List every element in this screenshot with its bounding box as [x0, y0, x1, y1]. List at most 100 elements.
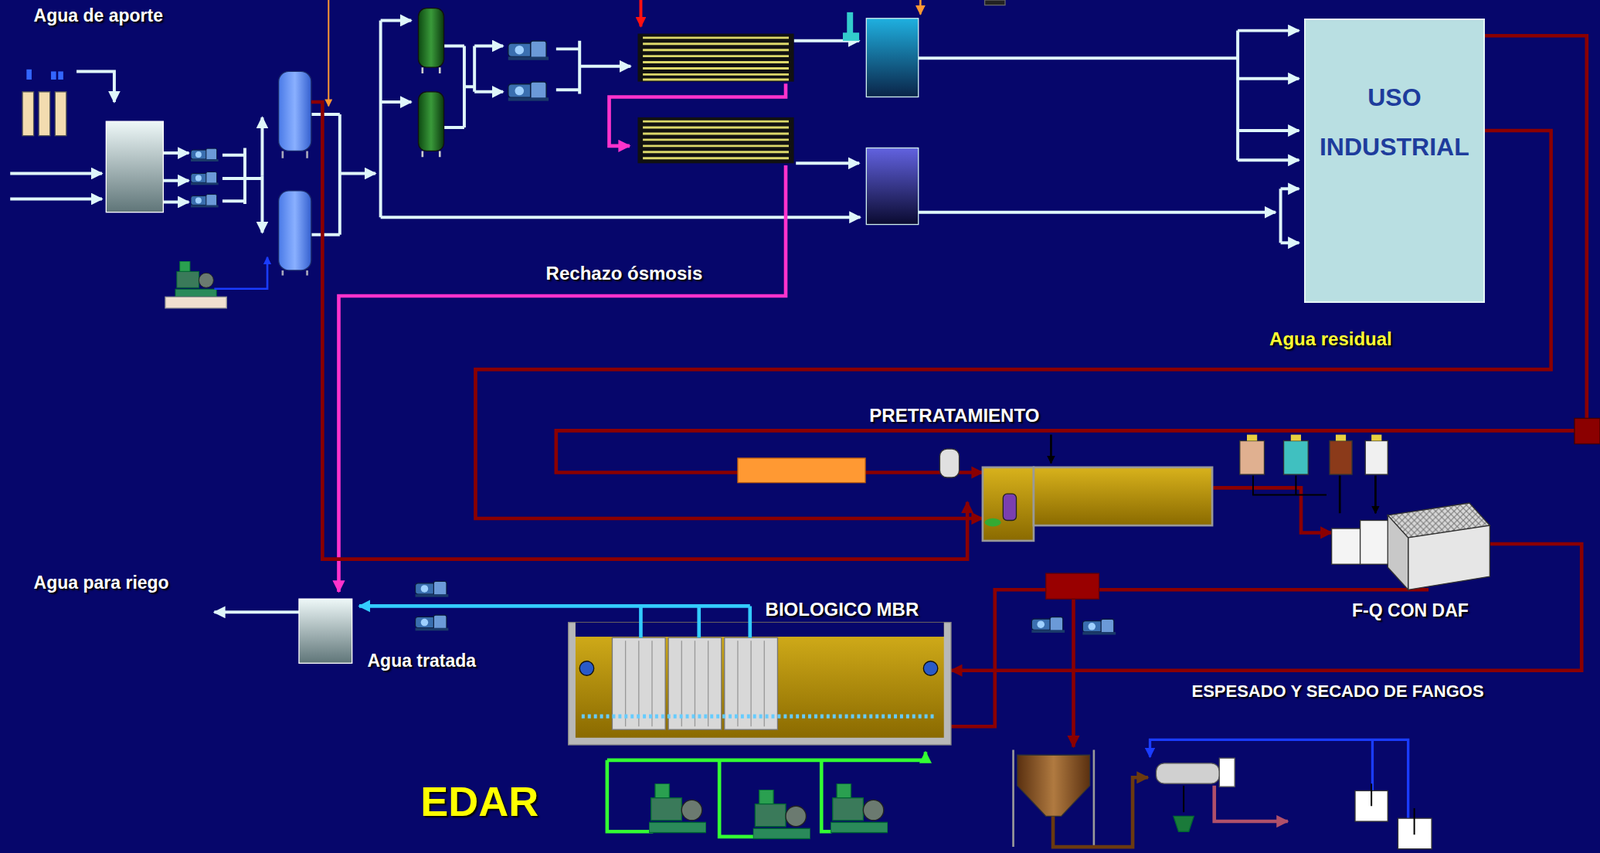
chemical-tanks	[1335, 434, 1346, 442]
mbr-tank-drawing	[575, 622, 945, 738]
dosing-pump	[165, 257, 268, 309]
chemical-dosing-arrows	[638, 0, 643, 27]
pressure-vessels	[278, 71, 312, 151]
section-heading: ESPESADO Y SECADO DE FANGOS	[1144, 681, 1533, 702]
mbr-tank-drawing	[568, 622, 952, 745]
raw-water-pipes	[1237, 77, 1299, 81]
raw-water-pipes	[579, 64, 631, 68]
raw-water-pipes	[311, 114, 340, 235]
daf-drawing	[1331, 528, 1361, 564]
stream-label: Agua de aporte	[33, 5, 164, 28]
polymer-dosing	[1371, 739, 1374, 791]
reject-pipes	[339, 165, 787, 592]
reverse-osmosis-racks	[642, 37, 789, 80]
raw-water-pipes	[76, 71, 115, 102]
waste-pipes	[1098, 587, 1429, 592]
centrifuge	[1182, 785, 1185, 812]
intake-wells	[38, 91, 51, 136]
feed-pumps	[190, 194, 219, 208]
cartridge-filters	[422, 67, 440, 157]
pipe-connector	[556, 35, 1587, 473]
chemical-dosing-arrows	[985, 0, 1006, 6]
centrifuge	[1155, 763, 1220, 784]
raw-water-pipes	[339, 172, 376, 176]
junction-box	[1046, 573, 1100, 599]
chemical-tanks	[1290, 434, 1302, 442]
dosing-pump	[165, 296, 227, 309]
intake-wells	[50, 71, 57, 80]
pretreatment-tank-drawing	[982, 434, 1213, 541]
mbr-tank-drawing	[575, 622, 945, 637]
chemical-tanks	[1365, 440, 1388, 475]
sludge-thickener	[1013, 750, 1149, 847]
feed-pumps	[190, 148, 219, 208]
reverse-osmosis-racks	[642, 121, 789, 159]
reverse-osmosis-racks	[637, 117, 794, 164]
intake-wells	[26, 69, 32, 80]
raw-water-pipes	[10, 20, 1299, 612]
stream-label: Agua residual	[1269, 327, 1393, 350]
node-heading: PRETRATAMIENTO	[869, 404, 1040, 427]
chemical-tanks	[1371, 434, 1382, 442]
mbr-tank-drawing	[579, 661, 594, 676]
chemical-tanks	[1253, 475, 1327, 495]
high-pressure-pumps	[508, 40, 549, 102]
raw-water-pipes	[1237, 158, 1299, 162]
dosing-pump	[175, 261, 217, 297]
permeate-pipes	[640, 605, 750, 638]
plant-title: EDAR	[420, 775, 539, 826]
reject-pipes	[609, 83, 786, 147]
waste-pipes	[951, 589, 1047, 727]
permeate-pipes	[359, 604, 751, 609]
junction-box	[1574, 417, 1600, 444]
waste-pipes	[311, 101, 968, 560]
raw-water-pipes	[163, 151, 189, 155]
chemical-tanks	[1246, 434, 1257, 442]
raw-water-pipes	[1279, 188, 1283, 243]
mbr-tank-drawing	[625, 640, 765, 727]
pretreatment-tank-drawing	[1049, 434, 1053, 464]
air-blowers	[830, 783, 888, 833]
chemical-tanks	[1239, 440, 1265, 475]
centrifuge	[1155, 757, 1288, 832]
mbr-tank: BIOLOGICO MBR	[568, 622, 952, 745]
stream-label: Agua tratada	[366, 650, 476, 673]
raw-water-pipes	[260, 117, 264, 176]
raw-water-pipes	[1237, 129, 1299, 133]
pretreatment-tank-drawing	[985, 518, 1002, 527]
product-tanks	[846, 12, 853, 35]
screen	[939, 448, 959, 478]
air-blowers	[648, 783, 707, 833]
polymer-dosing	[1150, 739, 1433, 849]
node-heading: BIOLOGICO MBR	[765, 597, 920, 621]
raw-water-pipes	[222, 147, 263, 204]
cartridge-filters	[418, 8, 445, 158]
product-tanks	[842, 12, 919, 225]
node-heading: F-Q CON DAF	[1352, 600, 1469, 622]
permeate-pumps	[415, 580, 449, 597]
daf-drawing	[1408, 525, 1491, 590]
air-pipes	[607, 751, 926, 761]
sludge-pumps	[1031, 617, 1065, 633]
mbr-tank-drawing	[923, 661, 938, 676]
pressure-vessels	[278, 190, 312, 271]
raw-water-pipes	[380, 215, 861, 219]
product-tanks	[842, 32, 860, 41]
intake-wells	[54, 91, 67, 136]
raw-water-pipes	[444, 45, 476, 128]
process-box: USO INDUSTRIAL	[1304, 18, 1485, 304]
pretreatment-tank-drawing	[1033, 467, 1213, 526]
feed-pumps	[190, 148, 219, 162]
daf-unit: F-Q CON DAF	[1331, 502, 1491, 590]
waste-pipes	[1071, 598, 1076, 747]
feed-pumps	[190, 172, 219, 186]
intake-wells	[22, 69, 67, 136]
polymer-dosing	[1371, 783, 1414, 835]
air-blowers	[753, 789, 811, 839]
daf-drawing	[1387, 515, 1408, 590]
permeate-pipes	[359, 605, 751, 638]
dosing-pump	[214, 257, 268, 289]
raw-water-pipes	[474, 90, 503, 94]
raw-water-pipes	[556, 40, 580, 95]
pipe-connector	[475, 130, 1551, 519]
